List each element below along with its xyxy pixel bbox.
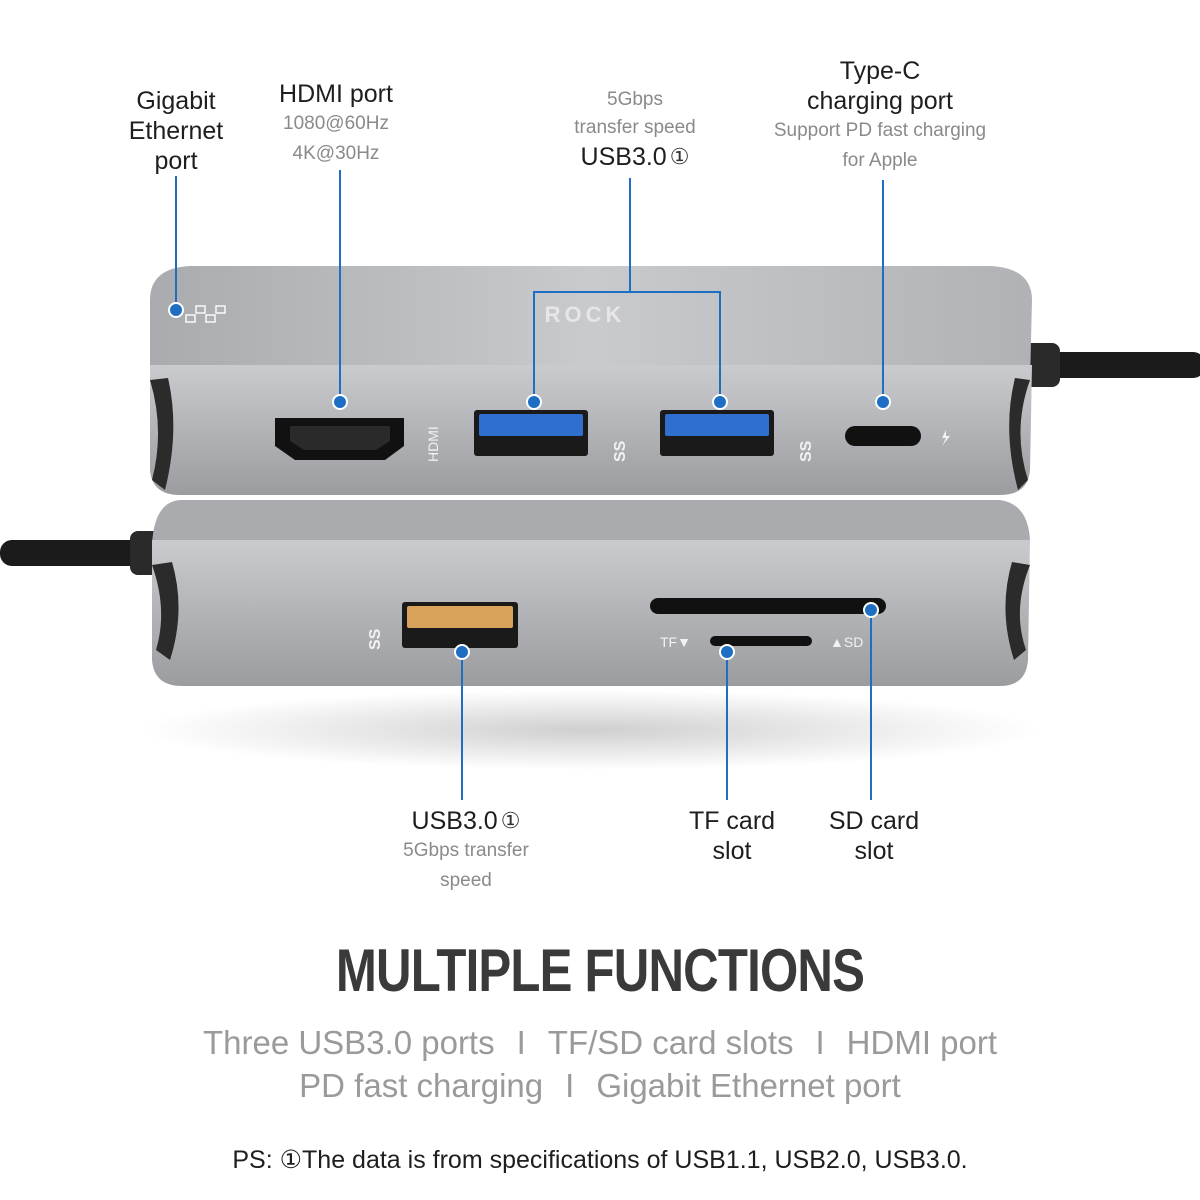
ethernet-icon <box>185 305 226 323</box>
sd-slot-shape <box>650 598 886 614</box>
leader-lines <box>175 170 884 800</box>
headline: MULTIPLE FUNCTIONS <box>335 937 865 1004</box>
tf-slot-label: TF card slot <box>688 807 776 865</box>
svg-text:▲SD: ▲SD <box>830 634 863 650</box>
footnote: PS: ①The data is from specifications of … <box>232 1146 968 1174</box>
ethernet-label: Gigabit Ethernet port <box>128 87 224 175</box>
svg-text:SS: SS <box>367 628 384 650</box>
svg-text:TF▼: TF▼ <box>660 634 691 650</box>
typec-port-shape <box>845 426 921 446</box>
leader-dots <box>168 302 891 660</box>
sd-slot-label: SD card slot <box>828 807 920 865</box>
svg-text:SS: SS <box>612 440 629 462</box>
brand-logo: ROCK <box>545 302 626 327</box>
usb-hub-illustration: ROCK HDMI SS SS SS TF▼ ▲SD <box>0 170 1200 800</box>
bottom-hub-unit <box>152 500 1030 686</box>
svg-text:SS: SS <box>798 440 815 462</box>
hdmi-label: HDMI port 1080@60Hz 4K@30Hz <box>279 80 393 164</box>
left-cable <box>0 540 170 566</box>
svg-text:HDMI: HDMI <box>425 426 441 462</box>
tf-slot-shape <box>710 636 812 646</box>
right-cable <box>1030 352 1200 378</box>
typec-label: Type-C charging port Support PD fast cha… <box>773 57 987 171</box>
top-hub-unit <box>150 266 1032 495</box>
